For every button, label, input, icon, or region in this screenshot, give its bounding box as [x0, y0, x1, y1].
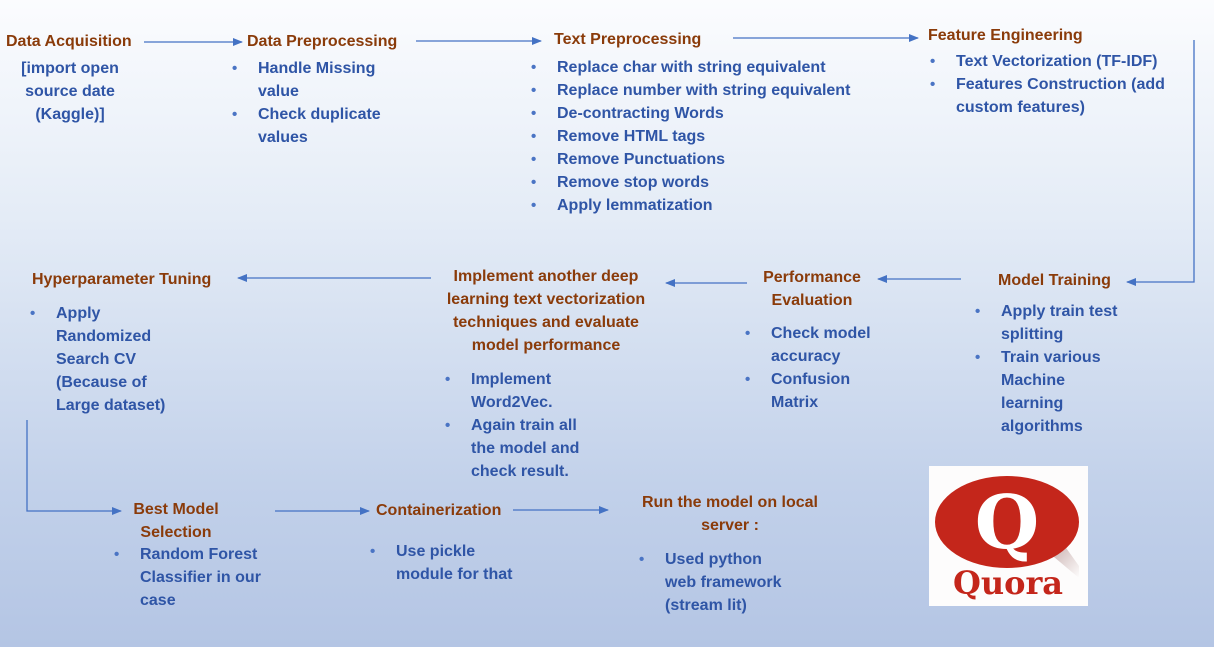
arrow-features-to-training [1126, 40, 1195, 286]
text-preprocessing-title: Text Preprocessing [554, 31, 702, 48]
text-preprocessing-list: Replace char with string equivalent Repl… [529, 56, 850, 217]
list-item: Replace char with string equivalent [529, 56, 850, 79]
quora-logo-mark: Q Quora [935, 476, 1079, 602]
feature-engineering-title: Feature Engineering [928, 27, 1083, 44]
arrow-hyperparameter-to-best [26, 420, 122, 515]
acquisition-text: [import open source date (Kaggle)] [10, 57, 130, 126]
list-item: Replace number with string equivalent [529, 79, 850, 102]
feature-engineering-list: Text Vectorization (TF-IDF) Features Con… [928, 50, 1165, 119]
best-model-title: Best Model Selection [133, 501, 219, 541]
list-item: Remove Punctuations [529, 148, 850, 171]
hyperparameter-title: Hyperparameter Tuning [32, 271, 212, 288]
list-item: De-contracting Words [529, 102, 850, 125]
model-training-title: Model Training [998, 272, 1111, 289]
list-item: Apply lemmatization [529, 194, 850, 217]
acquisition-title: Data Acquisition [6, 33, 132, 50]
performance-title: Performance Evaluation [763, 269, 861, 309]
acquisition-line: source date [25, 83, 115, 100]
quora-logo: Q Quora [929, 466, 1088, 606]
acquisition-line: [import open [21, 60, 119, 77]
run-local-title: Run the model on local server : [641, 494, 818, 534]
acquisition-line: (Kaggle)] [35, 106, 105, 123]
list-item: Remove stop words [529, 171, 850, 194]
containerization-title: Containerization [376, 502, 502, 519]
list-item: Text Vectorization (TF-IDF) [928, 50, 1165, 73]
deep-learning-title: Implement another deep learning text vec… [446, 268, 646, 354]
logo-wordmark: Quora [953, 564, 1063, 602]
list-item: Remove HTML tags [529, 125, 850, 148]
logo-glyph: Q [975, 480, 1039, 566]
preprocessing-title: Data Preprocessing [247, 33, 398, 50]
